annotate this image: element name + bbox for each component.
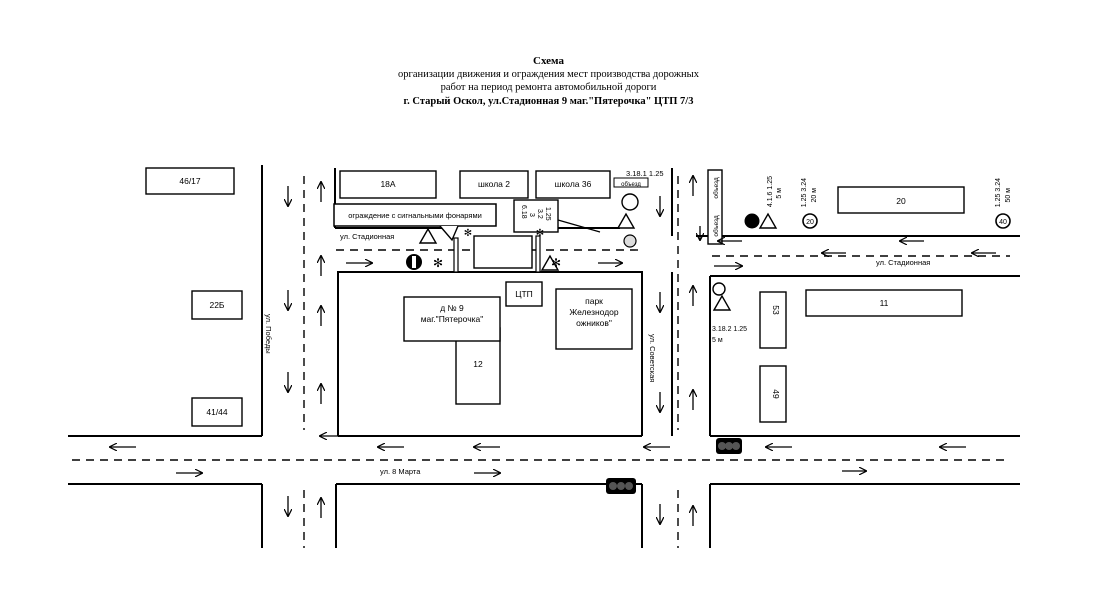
traffic-arrows — [110, 176, 996, 526]
street-stadionnaya-left: ул. Стадионная — [340, 232, 394, 241]
label-49: 49 — [771, 389, 781, 399]
label-park-3: ожников" — [576, 318, 612, 328]
detour-1: объезд — [712, 177, 720, 198]
roadwork-sign-icon — [712, 294, 732, 311]
traffic-light-icon — [716, 438, 742, 454]
roadwork-sign-icon — [540, 254, 560, 271]
building-11 — [805, 289, 963, 317]
sign-4-1-6-dist: 5 м — [776, 188, 783, 199]
speed-limit-sign-icon — [995, 213, 1011, 229]
fence-barrier — [535, 235, 541, 273]
building-41-44 — [191, 397, 243, 427]
street-8-marta: ул. 8 Марта — [380, 467, 421, 476]
work-area — [473, 235, 533, 269]
street-pobedy: ул. Победы — [264, 314, 273, 354]
buildings — [145, 167, 965, 427]
label-12: 12 — [473, 359, 483, 369]
label-school-36: школа 36 — [555, 179, 592, 189]
label-22b: 22Б — [209, 300, 224, 310]
roadwork-sign-icon — [418, 227, 438, 244]
detour-sign-icon — [712, 282, 726, 296]
roadwork-sign-icon — [758, 212, 778, 229]
detour-plate-vertical: объезд объезд — [707, 169, 723, 245]
label-20: 20 — [896, 196, 906, 206]
sign-6-18: 6.18 — [520, 205, 527, 219]
building-53 — [759, 291, 787, 349]
label-18a: 18А — [380, 179, 395, 189]
detour-sign-icon — [621, 193, 639, 211]
signal-lamp-icon: ✻ — [433, 256, 443, 270]
mandatory-direction-sign-icon — [744, 213, 760, 229]
building-school-2 — [459, 170, 529, 199]
title-line-3: работ на период ремонта автомобильной до… — [440, 82, 657, 93]
label-park-1: парк — [585, 296, 603, 306]
sign-3-18-2-dist: 5 м — [712, 337, 723, 344]
label-53: 53 — [771, 305, 781, 315]
detour-plate-top — [613, 177, 649, 188]
speed-limit-sign-icon — [802, 213, 818, 229]
label-46-17: 46/17 — [179, 176, 201, 186]
sign-4-1-6: 4.1.6 1.25 — [767, 176, 774, 207]
building-22b — [191, 290, 243, 320]
sign-3-24b-dist: 50 м — [1005, 188, 1012, 203]
map-title: Схема организации движения и ограждения … — [0, 54, 1097, 109]
mirror-icon — [623, 234, 637, 248]
traffic-light-icon — [606, 478, 636, 494]
title-line-2: организации движения и ограждения мест п… — [398, 69, 699, 80]
label-store-1: д № 9 — [440, 303, 464, 313]
building-18a — [339, 170, 437, 199]
detour-plate-top-label: объезд — [621, 182, 641, 188]
label-41-44: 41/44 — [206, 407, 228, 417]
title-line-1: Схема — [533, 55, 564, 67]
title-line-4: г. Старый Оскол, ул.Стадионная 9 маг."Пя… — [403, 96, 694, 107]
building-ctp — [505, 281, 543, 307]
road-edges — [68, 165, 1020, 548]
fence-label: ограждение с сигнальными фонарями — [348, 211, 482, 220]
building-store — [403, 296, 501, 342]
signal-lamp-icon: ✻ — [551, 256, 561, 270]
street-stadionnaya-right: ул. Стадионная — [876, 258, 930, 267]
fence-barrier — [453, 237, 459, 273]
signal-lamp-icon: ✻ — [536, 228, 544, 239]
label-ctp: ЦТП — [515, 289, 533, 299]
sign-3-24-dist: 20 м — [811, 188, 818, 203]
detour-2: объезд — [712, 215, 720, 236]
road-signs: 20 40 ✻ ✻ ✻ ✻ — [406, 193, 1011, 311]
label-park-2: Железнодор — [569, 307, 619, 317]
speed-limit-20: 20 — [806, 219, 814, 226]
building-school-36 — [535, 170, 611, 199]
sign-3-2: 3.2 — [536, 209, 543, 219]
building-46-17 — [145, 167, 235, 195]
sign-1-25: 1.25 — [544, 207, 551, 221]
roadwork-sign-icon — [616, 212, 636, 229]
sign-3-24: 1.25 3.24 — [801, 178, 808, 207]
sign-3-24b: 1.25 3.24 — [995, 178, 1002, 207]
label-11: 11 — [880, 298, 889, 308]
label-store-2: маг."Пятерочка" — [421, 314, 484, 324]
speed-limit-40: 40 — [999, 219, 1007, 226]
center-lines — [72, 176, 1010, 548]
fence-callout: ограждение с сигнальными фонарями — [333, 203, 497, 242]
signal-lamp-icon: ✻ — [464, 228, 472, 239]
sign-3: 3 — [528, 213, 535, 217]
building-20 — [837, 186, 965, 214]
label-school-2: школа 2 — [478, 179, 510, 189]
building-49 — [759, 365, 787, 423]
sign-3-18-2: 3.18.2 1.25 — [712, 326, 747, 333]
sign-stack-callout: 6.18 3 3.2 1.25 — [513, 199, 601, 233]
sign-3-18-1: 3.18.1 1.25 — [626, 169, 664, 178]
street-sovetskaya: ул. Советская — [648, 334, 657, 382]
building-park — [555, 288, 633, 350]
